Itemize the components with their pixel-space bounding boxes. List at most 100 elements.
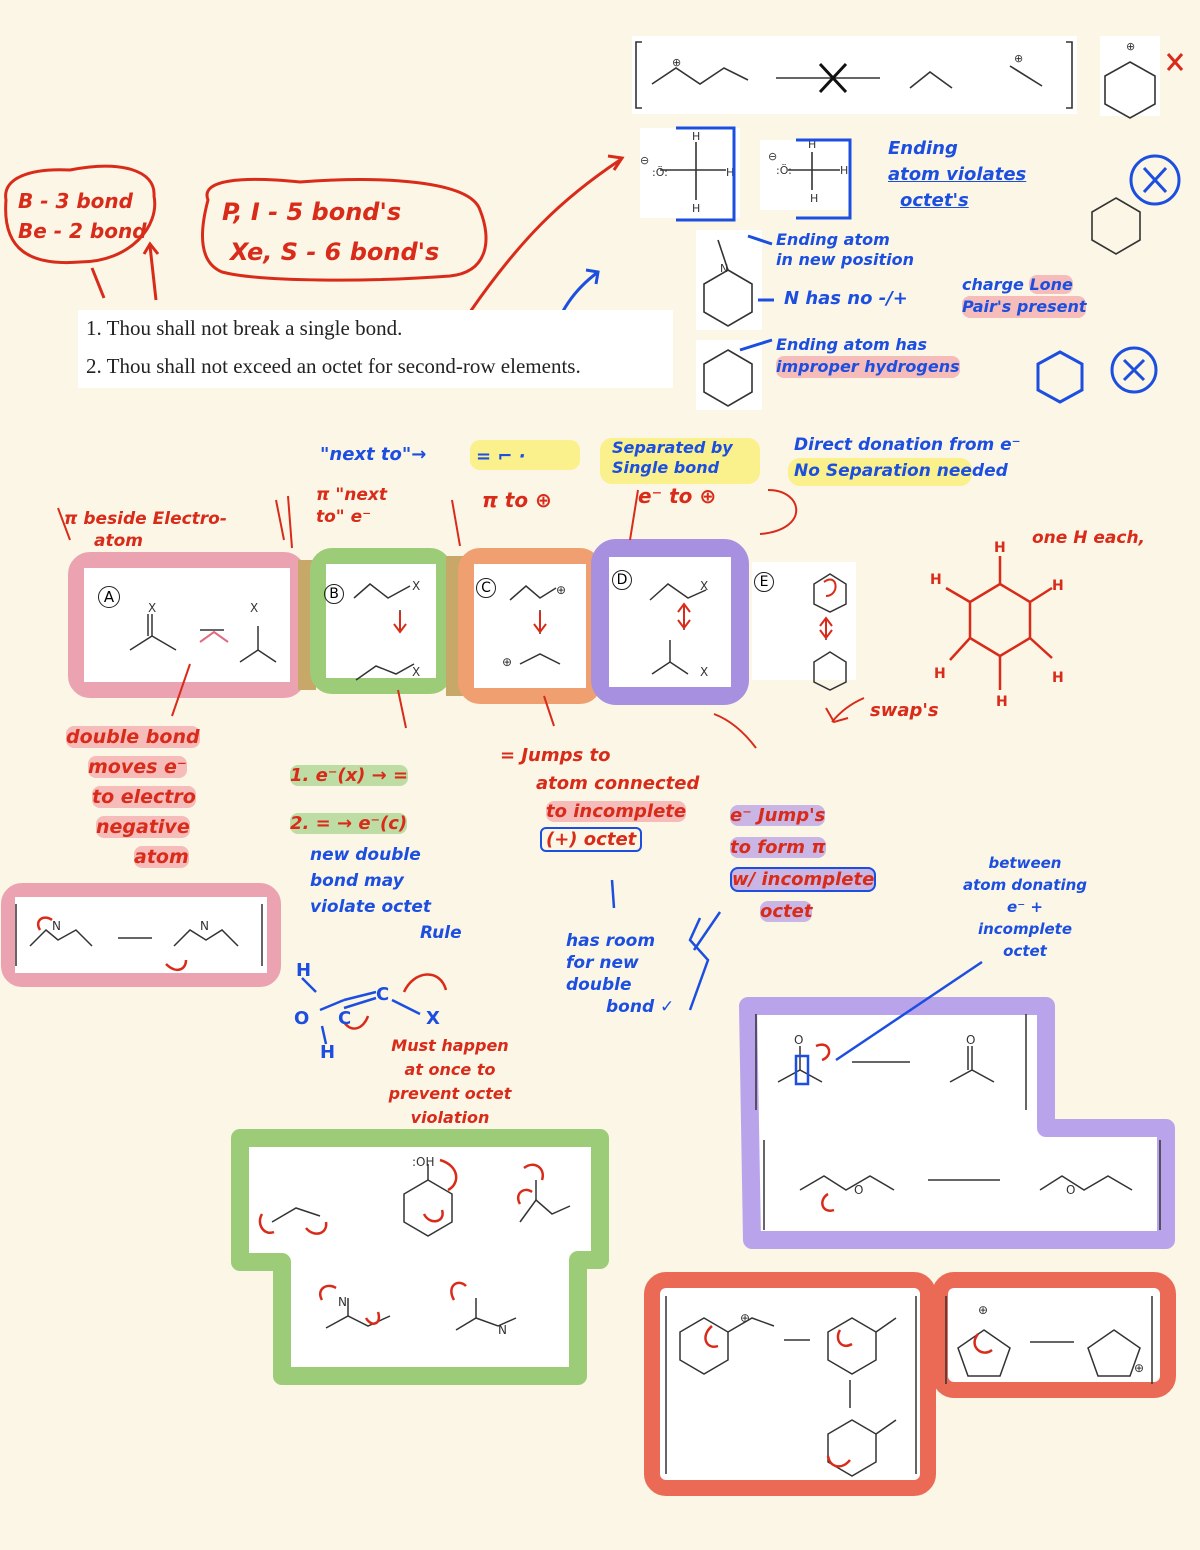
note-word: moves e⁻ — [88, 756, 187, 778]
top-structure-panel — [632, 36, 1077, 114]
svg-text:H: H — [726, 166, 734, 179]
note-line: improper hydrogens — [776, 356, 960, 378]
note-word: negative — [96, 816, 190, 838]
note-line: Separated by — [612, 438, 733, 457]
note-line: bond may — [310, 871, 404, 891]
x-atom: X — [250, 601, 258, 615]
new-position-note: Ending atom in new position — [776, 230, 914, 270]
svg-text::Ö:: :Ö: — [652, 166, 668, 179]
c-atom: C — [376, 984, 389, 1005]
note-line: π beside Electro- — [64, 509, 227, 529]
svg-text:H: H — [692, 130, 700, 143]
n-atom: N — [338, 1295, 347, 1309]
note-word: double bond — [66, 726, 200, 748]
n-atom: N — [498, 1323, 507, 1337]
note-line: octet — [1003, 942, 1047, 960]
box-green-examples — [231, 1129, 609, 1385]
notes-b-steps: 1. e⁻(x) → = 2. = → e⁻(c) — [290, 752, 409, 848]
next-to-note: "next to"→ — [320, 444, 427, 465]
x-atom: X — [412, 579, 420, 593]
step-2: 2. = → e⁻(c) — [290, 813, 408, 834]
p-i-note: P, I - 5 bond's — [222, 198, 402, 226]
h-atom: H — [996, 694, 1008, 710]
o-atom: O — [1066, 1183, 1075, 1197]
x-atom: X — [700, 665, 708, 679]
category-structures: X X X X ⊕ ⊕ X X H H H — [57, 489, 1064, 749]
separated-note: Separated by Single bond — [612, 438, 733, 478]
notes-c-room: has room for new double bond ✓ — [566, 930, 674, 1018]
plus-charge: ⊕ — [740, 1311, 750, 1325]
improper-h-note: Ending atom has improper hydrogens — [776, 334, 960, 378]
note-line: octet's — [900, 190, 969, 211]
note-word: to form π — [730, 837, 826, 858]
boron-note: B - 3 bond — [18, 189, 133, 213]
note-line: Ending — [888, 138, 958, 159]
category-a-header: π beside Electro- atom — [64, 508, 227, 552]
svg-text:⊕: ⊕ — [1014, 52, 1023, 65]
n-atom: N — [200, 919, 209, 933]
pi-bond-symbol: = ⌐ · — [476, 446, 526, 467]
note-line: No Separation needed — [794, 461, 1008, 481]
n-atom: N — [52, 919, 61, 933]
x-atom: X — [700, 579, 708, 593]
category-e-label: E — [754, 572, 774, 592]
note-line: incomplete — [977, 920, 1073, 938]
h-atom: H — [1052, 578, 1064, 594]
svg-text:⊖: ⊖ — [768, 150, 777, 163]
svg-text:H: H — [692, 202, 700, 215]
category-d-header: e⁻ to ⊕ — [638, 484, 717, 508]
rule-2: 2. Thou shall not exceed an octet for se… — [86, 354, 581, 378]
box-d — [591, 539, 749, 705]
beryllium-note: Be - 2 bond — [18, 219, 147, 243]
category-c-label: C — [476, 578, 496, 598]
note-word: octet — [760, 901, 813, 922]
note-line: violate octet — [310, 897, 432, 917]
note-line: Direct donation from e⁻ — [794, 435, 1021, 455]
o-atom: O — [294, 1008, 309, 1029]
note-line: Single bond — [612, 458, 720, 477]
hydroxyl-group: :OH — [412, 1155, 435, 1169]
o-atom: O — [966, 1033, 975, 1047]
h-atom: H — [930, 572, 942, 588]
box-purple-examples — [739, 997, 1175, 1249]
nitrogen-panel — [760, 140, 850, 210]
h-atom: H — [994, 540, 1006, 556]
x-atom: X — [148, 601, 156, 615]
svg-text:⊖: ⊖ — [640, 154, 649, 167]
note-line: atom connected — [536, 773, 700, 794]
h-atom: H — [1052, 670, 1064, 686]
note-line: atom donating — [962, 876, 1088, 894]
mechanism-sketch: O C C X H H — [294, 879, 983, 1063]
h-atom: H — [320, 1042, 335, 1063]
note-line: Rule — [420, 923, 462, 943]
bond-count-bubble-2: P, I - 5 bond's Xe, S - 6 bond's — [222, 192, 439, 272]
note-line: new double — [310, 845, 421, 865]
note-line: Pair's present — [962, 296, 1087, 318]
note-word: to electro — [92, 786, 196, 808]
note-word: to incomplete — [546, 801, 687, 822]
one-h-each-note: one H each, — [1032, 528, 1146, 548]
box-amine — [1, 883, 281, 987]
svg-text:N: N — [720, 262, 728, 275]
notes-b-must-happen: Must happen at once to prevent octet vio… — [370, 1034, 530, 1130]
note-line: bond ✓ — [606, 997, 675, 1017]
rules-panel: 1. Thou shall not break a single bond. 2… — [78, 310, 673, 388]
box-coral-right — [932, 1272, 1176, 1398]
notes-d: e⁻ Jump's to form π w/ incomplete octet — [730, 800, 877, 928]
note-line: has room — [566, 931, 656, 951]
cyclohexene-panel — [696, 340, 762, 410]
note-line: Ending atom has — [776, 335, 928, 354]
note-line: double — [566, 975, 632, 995]
note-line: for new — [566, 953, 639, 973]
plus-charge: ⊕ — [978, 1303, 988, 1317]
x-atom: X — [426, 1008, 440, 1029]
note-line: violation — [410, 1108, 490, 1127]
note-line: in new position — [776, 250, 915, 269]
svg-text:H: H — [808, 138, 816, 151]
ending-violates-note: Ending atom violates octet's — [888, 136, 1026, 214]
notes-b-violate: new double bond may violate octet Rule — [310, 842, 462, 946]
c-atom: C — [338, 1008, 351, 1029]
o-atom: O — [794, 1033, 803, 1047]
svg-text:H: H — [840, 164, 848, 177]
